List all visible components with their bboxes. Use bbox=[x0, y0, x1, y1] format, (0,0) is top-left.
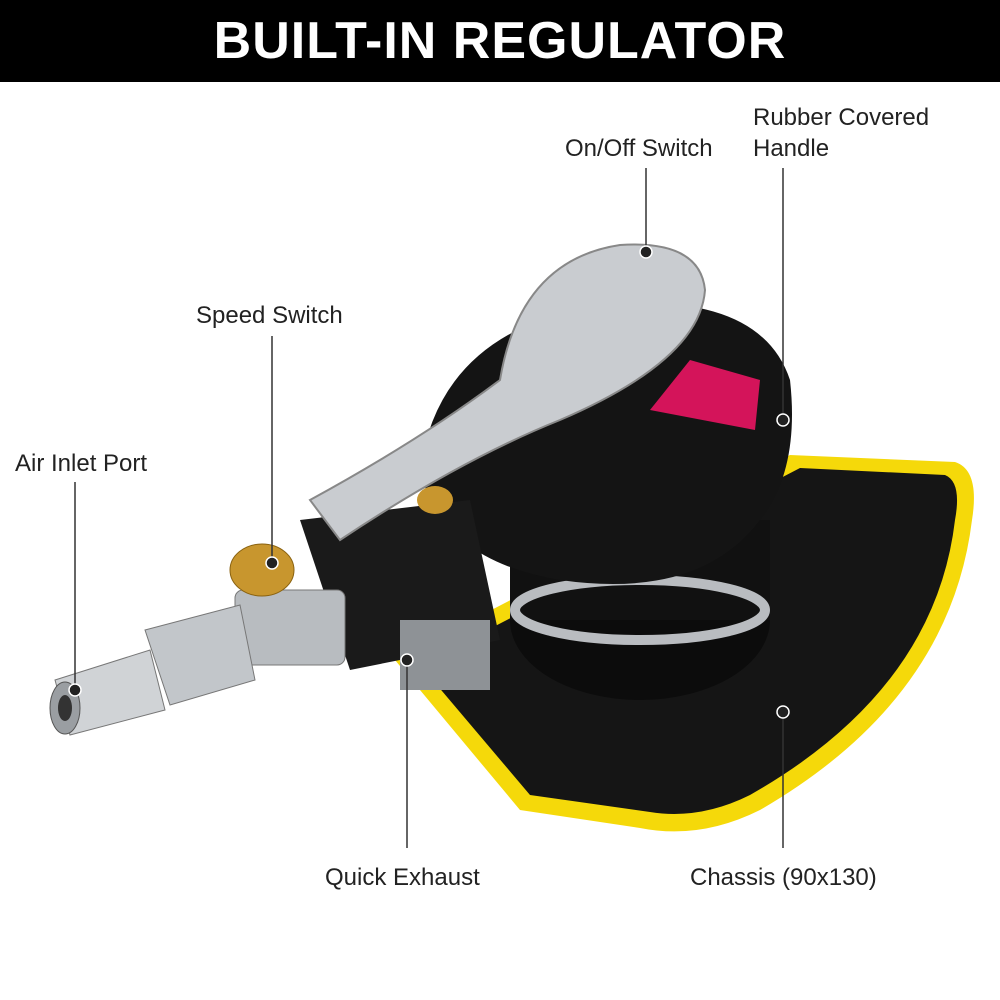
marker-dot bbox=[639, 245, 653, 259]
label-rubber-handle-line1: Rubber Covered bbox=[753, 104, 930, 131]
on-off-lever bbox=[308, 243, 707, 542]
label-on-off-switch: On/Off Switch bbox=[565, 135, 713, 162]
marker-dot bbox=[68, 683, 82, 697]
label-chassis: Chassis (90x130) bbox=[690, 864, 877, 891]
label-quick-exhaust: Quick Exhaust bbox=[325, 864, 480, 891]
marker-dot bbox=[265, 556, 279, 570]
marker-dot bbox=[776, 705, 790, 719]
header-banner: BUILT-IN REGULATOR bbox=[0, 0, 1000, 82]
label-speed-switch: Speed Switch bbox=[196, 302, 343, 329]
leader-lines bbox=[74, 168, 784, 848]
marker-dot bbox=[400, 653, 414, 667]
label-rubber-handle-line2: Handle bbox=[753, 135, 830, 162]
page-title: BUILT-IN REGULATOR bbox=[213, 12, 787, 70]
marker-dot bbox=[776, 413, 790, 427]
label-air-inlet-port: Air Inlet Port bbox=[15, 450, 148, 477]
